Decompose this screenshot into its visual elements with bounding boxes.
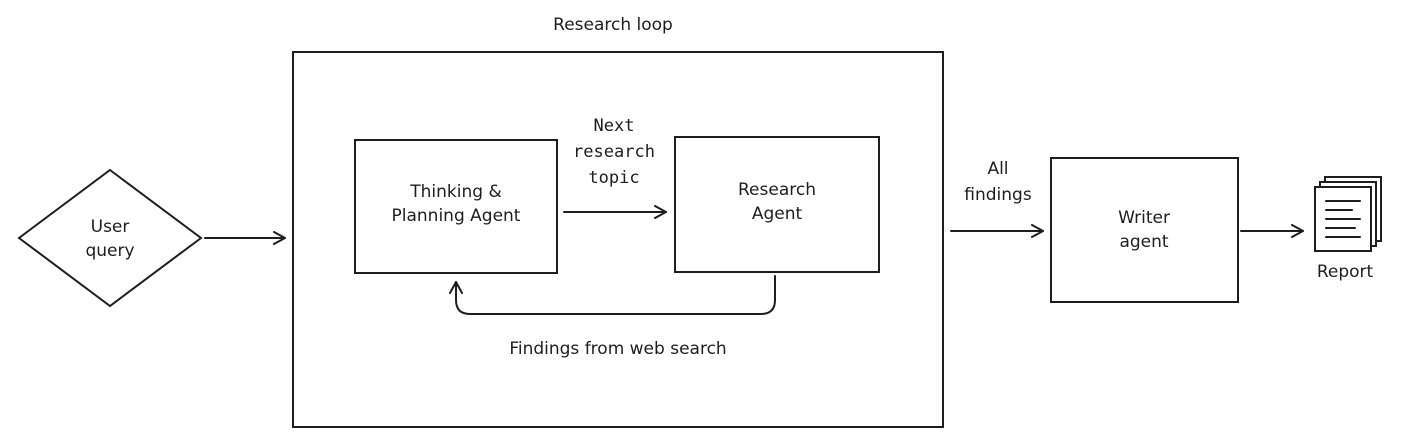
document-stack-icon <box>1314 176 1382 252</box>
thinking-agent-label-line1: Thinking & <box>409 182 501 202</box>
writer-agent-node: Writer agent <box>1050 157 1239 303</box>
all-findings-line2: findings <box>964 185 1032 205</box>
next-topic-line3: topic <box>588 168 639 188</box>
thinking-agent-label-line2: Planning Agent <box>392 206 521 226</box>
next-topic-line1: Next <box>594 116 635 136</box>
report-label: Report <box>1317 262 1374 282</box>
writer-agent-label-line1: Writer <box>1118 208 1170 228</box>
user-query-node: User query <box>17 168 203 308</box>
research-agent-label-line1: Research <box>738 180 816 200</box>
user-query-label-line1: User <box>91 217 130 237</box>
research-agent-label-line2: Agent <box>752 204 803 224</box>
next-topic-line2: research <box>573 142 655 162</box>
findings-web-label: Findings from web search <box>509 339 726 359</box>
all-findings-line1: All <box>987 159 1008 179</box>
thinking-planning-agent-node: Thinking & Planning Agent <box>354 139 558 274</box>
arrow-research-to-thinking <box>449 275 776 315</box>
research-loop-title: Research loop <box>553 15 673 35</box>
next-topic-label: Next research topic <box>573 116 655 188</box>
user-query-label-line2: query <box>85 241 134 261</box>
research-agent-node: Research Agent <box>674 136 880 273</box>
writer-agent-label-line2: agent <box>1119 232 1168 252</box>
